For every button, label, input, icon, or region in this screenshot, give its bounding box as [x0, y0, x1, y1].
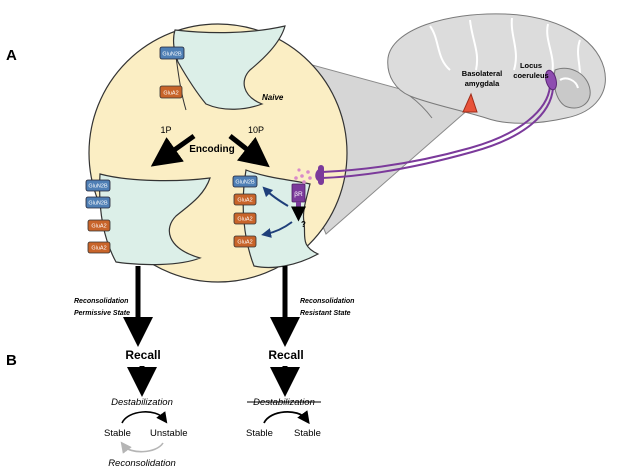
stable-label-left: Stable: [104, 428, 131, 439]
reconsolidation-label: Reconsolidation: [108, 458, 176, 469]
glua2-receptor: GluA2: [159, 85, 183, 99]
glua2-receptor: GluA2: [233, 193, 257, 206]
naive-synapse: GluN2B GluA2 Naive: [159, 25, 286, 111]
recall-label-right: Recall: [268, 348, 303, 362]
one-p-label: 1P: [160, 125, 171, 135]
svg-text:GluA2: GluA2: [237, 217, 252, 223]
ten-p-label: 10P: [248, 125, 264, 135]
locus-coeruleus-label: Locus: [520, 61, 542, 70]
signaling-arrow-down: [261, 221, 293, 238]
glua2-receptor: GluA2: [87, 219, 111, 232]
basolateral-amygdala-label: Basolateral: [462, 69, 502, 78]
svg-text:GluA2: GluA2: [237, 198, 252, 204]
svg-text:GluA2: GluA2: [91, 224, 106, 230]
glun2b-receptor: GluN2B: [85, 179, 111, 192]
unstable-label: Unstable: [150, 428, 188, 439]
svg-text:GluN2B: GluN2B: [88, 184, 108, 190]
glun2b-receptor: GluN2B: [232, 175, 258, 188]
encoding-arrow-left: [150, 133, 196, 167]
norepinephrine-release: [294, 168, 312, 184]
resistant-state-label: Reconsolidation: [300, 298, 354, 305]
basolateral-amygdala-label-line2: amygdala: [465, 79, 500, 88]
resistant-state-label-line2: Resistant State: [300, 310, 351, 317]
locus-coeruleus-label-line2: coeruleus: [513, 71, 548, 80]
encoding-arrow-right: [228, 134, 270, 168]
beta-receptor-label: βR: [294, 191, 303, 198]
recall-label-left: Recall: [125, 348, 160, 362]
synapse-1p: GluN2B GluN2B GluA2 GluA2: [85, 173, 211, 266]
synapse-10p: GluN2B GluA2 GluA2 GluA2 βR ?: [232, 169, 320, 269]
permissive-state-label: Reconsolidation: [74, 298, 128, 305]
svg-text:GluA2: GluA2: [237, 240, 252, 246]
stable-label-right-a: Stable: [246, 428, 273, 439]
stable-label-right-b: Stable: [294, 428, 321, 439]
svg-text:GluN2B: GluN2B: [162, 52, 182, 58]
permissive-state-label-line2: Permissive State: [74, 310, 130, 317]
svg-text:GluA2: GluA2: [163, 91, 178, 97]
glun2b-receptor: GluN2B: [159, 46, 185, 60]
naive-label: Naive: [262, 93, 284, 102]
panel-label-a: A: [6, 47, 17, 64]
svg-text:GluN2B: GluN2B: [88, 201, 108, 207]
signaling-curve-arrow-up: [262, 186, 289, 207]
glua2-receptor: GluA2: [233, 235, 257, 248]
basolateral-amygdala-marker: [462, 92, 478, 113]
svg-text:GluA2: GluA2: [91, 246, 106, 252]
encoding-label: Encoding: [189, 144, 235, 155]
panel-label-b: B: [6, 352, 17, 369]
locus-coeruleus-marker: [545, 69, 557, 91]
reconsolidation-curve-arrow: [120, 441, 164, 454]
glua2-receptor: GluA2: [233, 212, 257, 225]
destabilization-label: Destabilization: [111, 397, 173, 408]
glua2-receptor: GluA2: [87, 241, 111, 254]
destabilization-curve-arrow: [121, 411, 168, 424]
noradrenergic-projection: [321, 85, 551, 173]
glun2b-receptor: GluN2B: [85, 196, 111, 209]
svg-text:GluN2B: GluN2B: [235, 180, 255, 186]
unknown-pathway-label: ?: [301, 220, 306, 229]
stable-curve-arrow: [263, 410, 310, 425]
